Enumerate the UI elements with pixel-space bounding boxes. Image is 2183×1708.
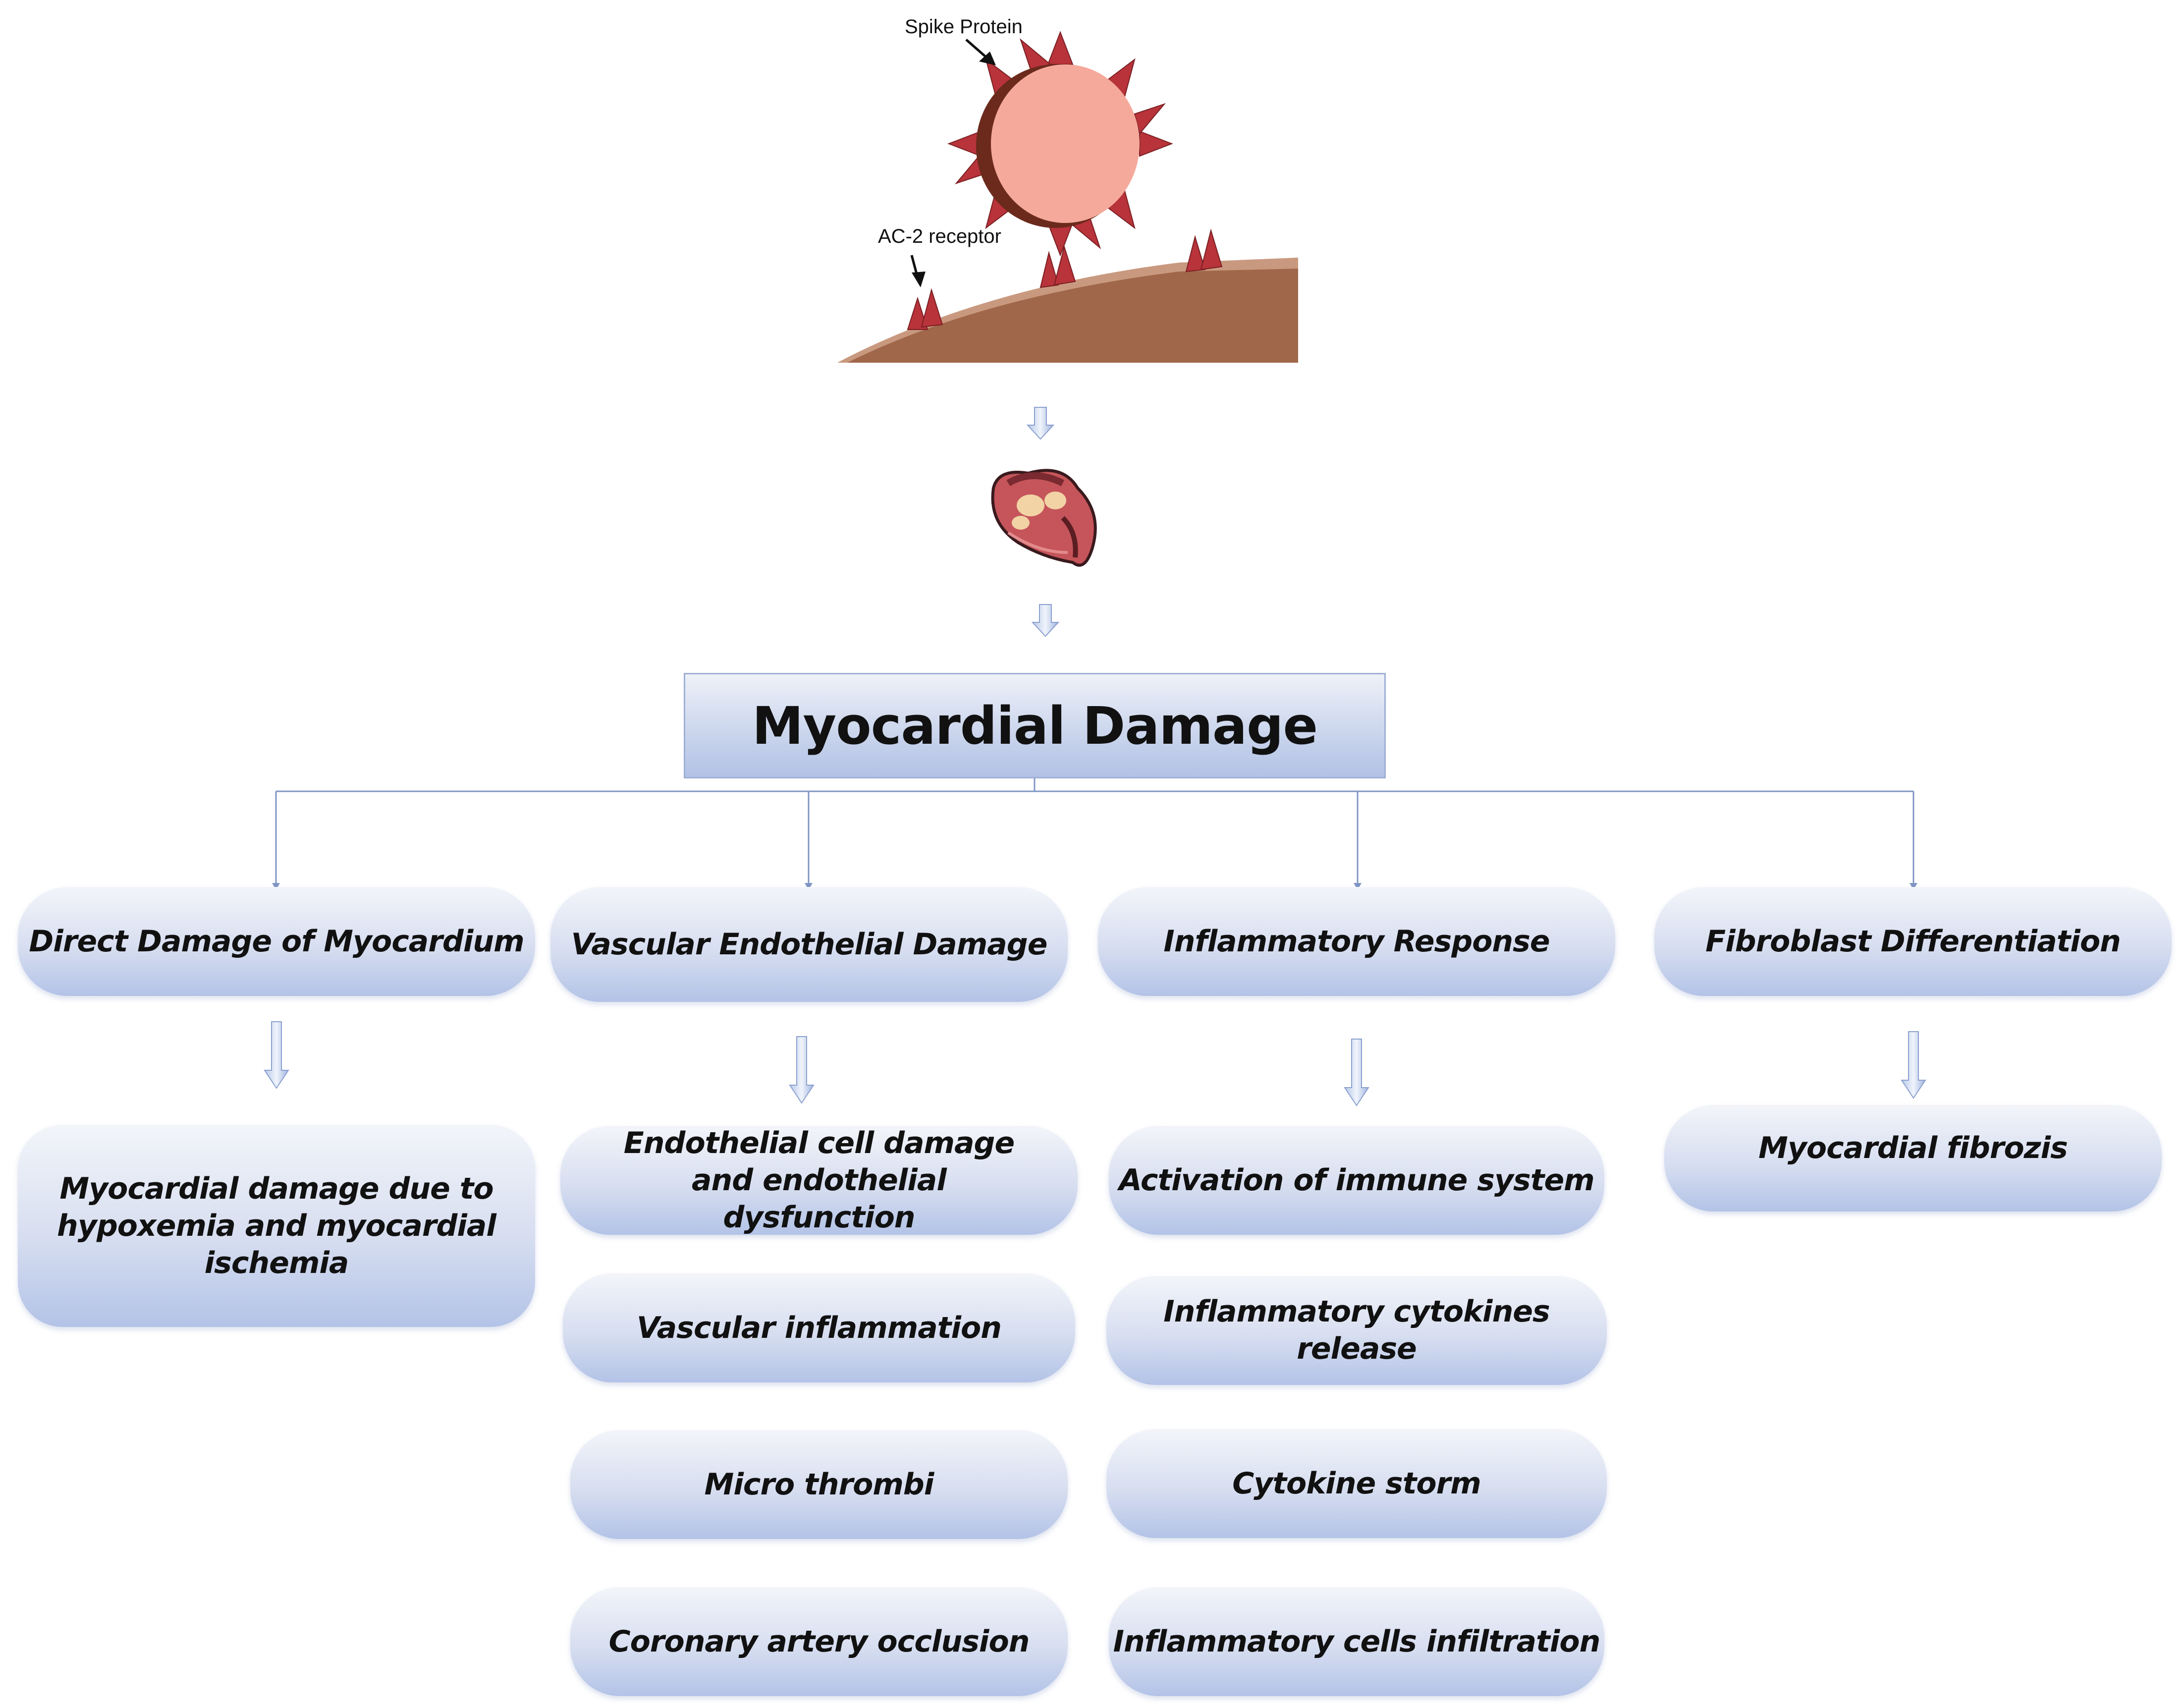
category-header-fibroblast: Fibroblast Differentiation [1654, 887, 2172, 996]
myocardial-damage-title-box: Myocardial Damage [684, 673, 1386, 778]
down-arrow-icon [1031, 604, 1060, 637]
page-title: Myocardial Damage [752, 695, 1318, 756]
virus-icon [947, 31, 1173, 257]
item-immune-activation: Activation of immune system [1109, 1126, 1604, 1235]
ace2-receptor-icon [907, 228, 1223, 330]
heart-icon [991, 469, 1097, 567]
item-myocardial-fibrosis: Myocardial fibrozis [1664, 1105, 2162, 1212]
item-cytokines-release: Inflammatory cytokines release [1106, 1276, 1607, 1385]
item-cytokine-storm: Cytokine storm [1106, 1429, 1607, 1538]
cell-membrane [837, 258, 1298, 363]
receptor-pointer-arrow [910, 255, 926, 287]
category-header-vascular-endothelial: Vascular Endothelial Damage [550, 887, 1068, 1002]
down-arrow-icon [264, 1021, 289, 1089]
item-hypoxemia-ischemia: Myocardial damage due to hypoxemia and m… [18, 1125, 535, 1327]
category-header-direct-damage: Direct Damage of Myocardium [18, 887, 535, 996]
category-header-inflammatory-response: Inflammatory Response [1098, 887, 1615, 996]
item-cells-infiltration: Inflammatory cells infiltration [1109, 1587, 1604, 1696]
down-arrow-icon [1344, 1039, 1369, 1106]
spike-pointer-arrow [965, 39, 996, 65]
tree-connectors [272, 778, 1917, 890]
spike-protein-label: Spike Protein [905, 16, 1023, 38]
down-arrow-icon [1026, 407, 1055, 440]
receptor-label: AC-2 receptor [878, 225, 1001, 247]
virus-cell-illustration [837, 31, 1298, 363]
item-micro-thrombi: Micro thrombi [570, 1430, 1068, 1539]
down-arrow-icon [1901, 1031, 1926, 1099]
down-arrow-icon [789, 1036, 815, 1104]
item-vascular-inflammation: Vascular inflammation [563, 1273, 1075, 1382]
item-endothelial-cell-damage: Endothelial cell damage and endothelial … [560, 1126, 1078, 1235]
item-coronary-artery-occlusion: Coronary artery occlusion [570, 1587, 1068, 1696]
